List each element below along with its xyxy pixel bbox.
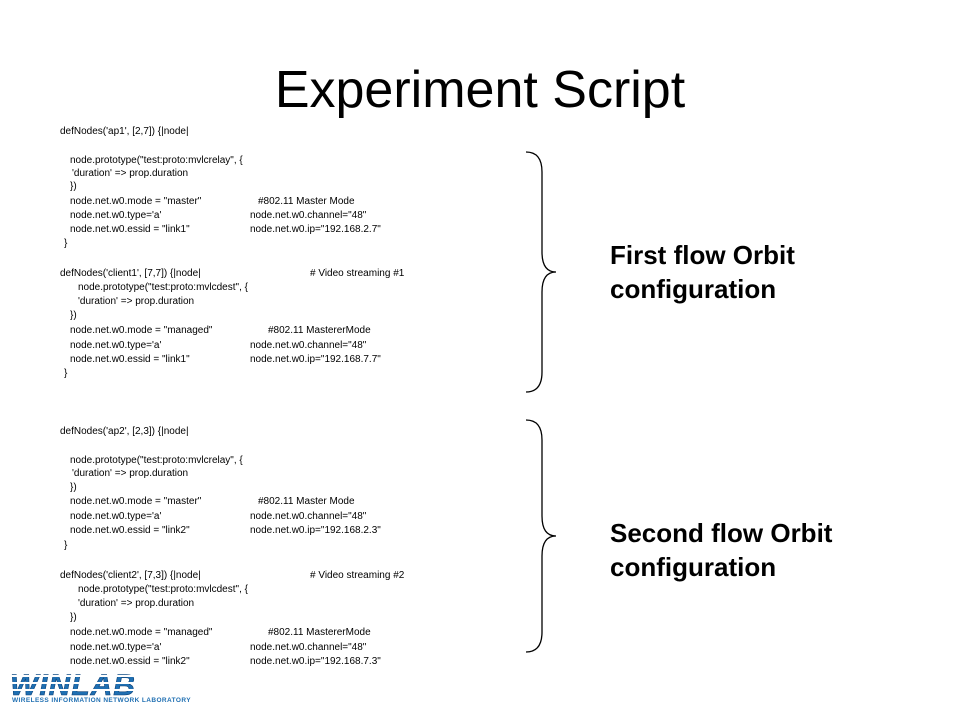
code-comment: #802.11 Master Mode: [258, 496, 355, 507]
code-line: node.prototype("test:proto:mvlcdest", {: [78, 584, 248, 595]
code-line: }: [64, 368, 68, 379]
code-line: node.net.w0.channel="48": [250, 642, 367, 653]
code-line: defNodes('ap2', [2,3]) {|node|: [60, 426, 189, 437]
code-line: node.prototype("test:proto:mvlcrelay", {: [70, 155, 243, 166]
code-line: node.net.w0.essid = "link1": [70, 354, 190, 365]
code-comment: #802.11 MastererMode: [268, 627, 371, 638]
code-line: node.net.w0.ip="192.168.7.7": [250, 354, 381, 365]
code-line: node.net.w0.type='a': [70, 340, 162, 351]
code-line: node.net.w0.essid = "link2": [70, 525, 190, 536]
flow-2-label: Second flow Orbit configuration: [610, 516, 832, 584]
code-line: node.net.w0.mode = "managed": [70, 627, 213, 638]
code-line: node.net.w0.channel="48": [250, 511, 367, 522]
code-line: node.net.w0.ip="192.168.7.3": [250, 656, 381, 667]
code-line: 'duration' => prop.duration: [72, 168, 189, 179]
code-line: defNodes('client2', [7,3]) {|node|: [60, 570, 201, 581]
code-line: node.net.w0.type='a': [70, 642, 162, 653]
right-brace-flow-2: [525, 419, 557, 653]
code-line: 'duration' => prop.duration: [72, 468, 189, 479]
winlab-tagline: WIRELESS INFORMATION NETWORK LABORATORY: [12, 697, 191, 704]
flow-1-label-line1: First flow Orbit: [610, 240, 795, 270]
code-line: node.net.w0.essid = "link1": [70, 224, 190, 235]
flow-1-label-line2: configuration: [610, 274, 777, 304]
code-line: node.net.w0.channel="48": [250, 210, 367, 221]
code-line: node.net.w0.type='a': [70, 210, 162, 221]
code-line: node.net.w0.channel="48": [250, 340, 367, 351]
code-comment: # Video streaming #2: [310, 570, 405, 581]
code-line: defNodes('client1', [7,7]) {|node|: [60, 268, 201, 279]
code-line: node.net.w0.essid = "link2": [70, 656, 190, 667]
slide-title: Experiment Script: [274, 61, 686, 119]
code-line: node.net.w0.mode = "master": [70, 196, 202, 207]
code-comment: #802.11 MastererMode: [268, 325, 371, 336]
code-line: node.prototype("test:proto:mvlcdest", {: [78, 282, 248, 293]
winlab-logo-wordmark: WINLAB: [10, 669, 136, 702]
code-comment: # Video streaming #1: [310, 268, 405, 279]
code-line: node.net.w0.mode = "managed": [70, 325, 213, 336]
code-line: node.net.w0.ip="192.168.2.7": [250, 224, 381, 235]
code-line: }: [64, 238, 68, 249]
code-line: 'duration' => prop.duration: [78, 296, 195, 307]
flow-1-label: First flow Orbit configuration: [610, 238, 795, 306]
code-line: 'duration' => prop.duration: [78, 598, 195, 609]
code-line: defNodes('ap1', [2,7]) {|node|: [60, 126, 189, 137]
code-line: node.net.w0.type='a': [70, 511, 162, 522]
winlab-logo: WINLAB: [10, 669, 178, 702]
code-line: }: [64, 540, 68, 551]
code-line: node.net.w0.ip="192.168.2.3": [250, 525, 381, 536]
flow-2-label-line1: Second flow Orbit: [610, 518, 833, 548]
code-line: }): [70, 310, 77, 321]
code-comment: #802.11 Master Mode: [258, 196, 355, 207]
right-brace-flow-1: [525, 151, 557, 393]
code-line: node.net.w0.mode = "master": [70, 496, 202, 507]
code-line: }): [70, 181, 77, 192]
flow-2-label-line2: configuration: [610, 552, 777, 582]
code-line: node.prototype("test:proto:mvlcrelay", {: [70, 455, 243, 466]
code-line: }): [70, 612, 77, 623]
code-line: }): [70, 482, 77, 493]
